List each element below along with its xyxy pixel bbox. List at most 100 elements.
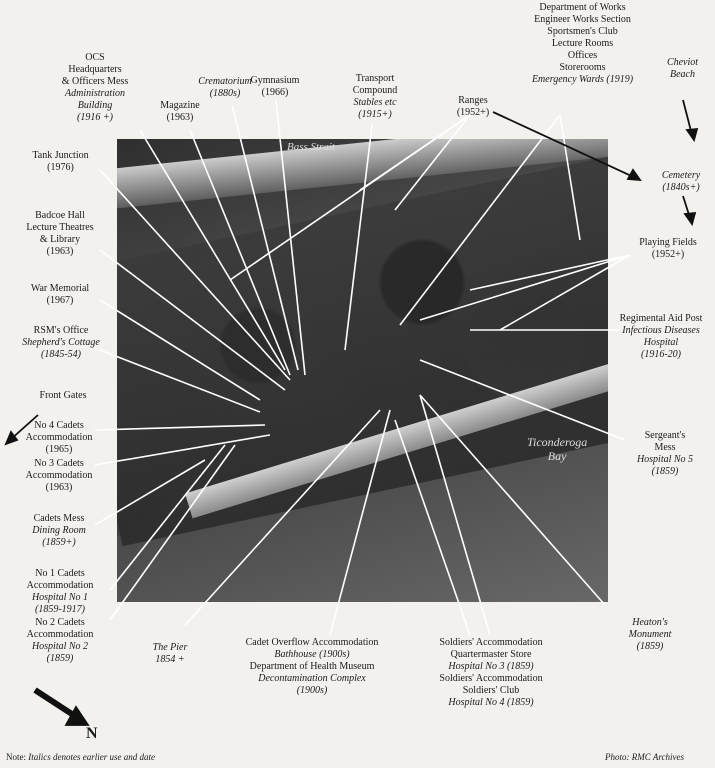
label-playing-line: Playing Fields — [639, 237, 697, 248]
leader-ranges-a — [394, 114, 471, 211]
leader-no4 — [94, 424, 266, 431]
leader-ranges-c — [229, 114, 471, 281]
label-heaton-line: (1859) — [636, 641, 664, 652]
label-ranges-line: (1952+) — [456, 107, 490, 118]
label-tank: Tank Junction(1976) — [18, 150, 103, 174]
label-badcoe-line: (1963) — [46, 246, 74, 257]
label-works-line: Department of Works — [539, 2, 626, 13]
label-soldiers: Soldiers' Accommodation Quartermaster Sto… — [425, 637, 557, 709]
label-cheviot-line: Cheviot — [666, 57, 699, 68]
label-gymnasium-line: (1966) — [261, 87, 289, 98]
label-works-line: Storerooms — [559, 62, 606, 73]
label-no3-line: Accommodation — [25, 470, 93, 481]
leader-tank — [99, 169, 291, 381]
label-rsm-line: RSM's Office — [33, 325, 89, 336]
label-cheviot-line: Beach — [670, 69, 695, 80]
label-gates-line: Front Gates — [39, 390, 87, 401]
label-mess-line: Cadets Mess — [33, 513, 85, 524]
photo-label-bass-strait: Bass Strait — [287, 141, 335, 153]
label-soldiers-line: Hospital No 4 (1859) — [448, 697, 534, 708]
label-heaton-line: Heaton's — [632, 617, 668, 628]
arrow-ranges — [492, 111, 641, 181]
label-overflow-line: Decontamination Complex — [258, 673, 366, 684]
label-ranges: Ranges(1952+) — [443, 95, 503, 119]
label-cemetery: Cemetery(1840s+) — [650, 170, 712, 194]
leader-works-b — [559, 114, 581, 241]
label-soldiers-line: Soldiers' Accommodation — [439, 673, 543, 684]
label-ocs-hq-line: (1916 +) — [77, 112, 113, 123]
label-gymnasium-line: Gymnasium — [250, 75, 300, 86]
label-transport-line: Transport — [355, 73, 395, 84]
label-war-line: (1967) — [46, 295, 74, 306]
label-sergeant-line: Mess — [654, 442, 676, 453]
leader-transport — [344, 124, 373, 351]
leader-no2 — [109, 444, 236, 621]
photo-credit: Photo: RMC Archives — [605, 752, 684, 762]
north-arrow-shaft — [33, 687, 80, 721]
label-mess-line: Dining Room — [32, 525, 86, 536]
label-rap-line: Hospital — [643, 337, 679, 348]
label-no2-line: Hospital No 2 — [31, 641, 89, 652]
leader-war — [99, 299, 261, 401]
arrowhead-cheviot — [685, 127, 699, 143]
leader-badcoe — [99, 249, 286, 391]
label-overflow-line: Cadet Overflow Accommodation — [245, 637, 379, 648]
label-ocs-hq-line: Building — [77, 100, 113, 111]
label-playing-line: (1952+) — [651, 249, 685, 260]
label-sergeant-line: Sergeant's — [644, 430, 686, 441]
label-no4-line: (1965) — [45, 444, 73, 455]
label-sergeant-line: Hospital No 5 — [636, 454, 694, 465]
label-magazine: Magazine(1963) — [155, 100, 205, 124]
label-no4-line: No 4 Cadets — [34, 420, 84, 431]
leader-lines-white — [94, 99, 631, 636]
aerial-photograph: Bass Strait Ticonderoga Bay — [117, 139, 608, 602]
label-works-line: Offices — [567, 50, 598, 61]
leader-works-a — [399, 114, 561, 326]
label-transport-line: Compound — [352, 85, 398, 96]
leader-heaton — [419, 394, 606, 606]
label-gates: Front Gates — [28, 390, 98, 402]
label-crematorium-line: (1880s) — [209, 88, 241, 99]
leader-magazine — [189, 129, 291, 376]
footer-note-text: Italics denotes earlier use and date — [28, 752, 155, 762]
photo-label-bay-line2: Bay — [547, 448, 567, 463]
label-overflow-line: Bathhouse (1900s) — [274, 649, 350, 660]
leader-mess — [94, 459, 206, 526]
label-no1-line: Accommodation — [26, 580, 94, 591]
label-crematorium: Crematorium(1880s) — [190, 76, 260, 100]
label-badcoe-line: Badcoe Hall — [35, 210, 85, 221]
leader-overflow — [329, 409, 391, 636]
label-no2-line: (1859) — [46, 653, 74, 664]
leader-playing-b — [499, 254, 631, 331]
leader-no1 — [109, 444, 226, 591]
label-heaton-line: Monument — [628, 629, 672, 640]
arrowhead-ranges — [626, 168, 642, 182]
label-ranges-line: Ranges — [458, 95, 488, 106]
label-no1-line: (1859-1917) — [35, 604, 85, 615]
leader-crematorium — [231, 104, 299, 371]
label-rap-line: Infectious Diseases — [622, 325, 700, 336]
leader-no3 — [94, 434, 271, 466]
label-magazine-line: (1963) — [166, 112, 194, 123]
label-no3-line: (1963) — [45, 482, 73, 493]
north-arrow-head — [64, 705, 90, 726]
photo-label-bay-line1: Ticonderoga — [527, 435, 588, 449]
label-badcoe-line: & Library — [39, 234, 81, 245]
label-no4-line: Accommodation — [25, 432, 93, 443]
label-soldiers-line: Hospital No 3 (1859) — [448, 661, 534, 672]
label-soldiers-line: Quartermaster Store — [450, 649, 532, 660]
arrowhead-front-gates — [4, 430, 19, 446]
footer-note-prefix: Note: — [6, 752, 29, 762]
direction-arrows — [4, 99, 699, 726]
label-pier-line: The Pier — [152, 642, 188, 653]
north-compass-letter: N — [86, 725, 98, 742]
